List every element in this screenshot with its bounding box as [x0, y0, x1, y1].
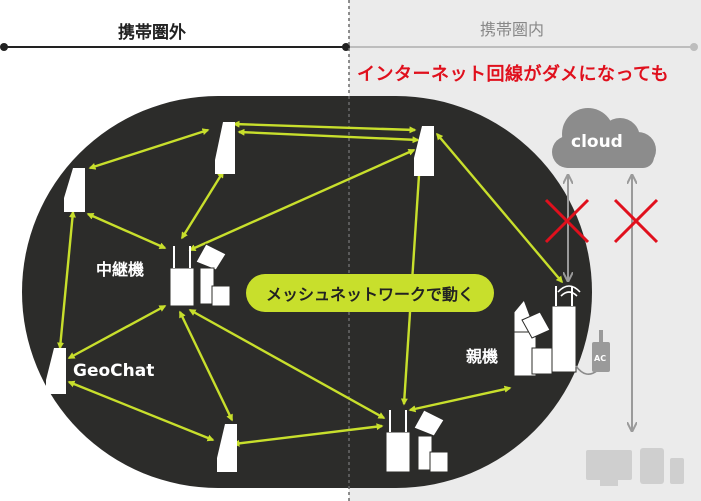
- mesh-node: [215, 122, 235, 174]
- monitor-icon: [586, 450, 632, 486]
- inside-coverage-label: 携帯圏内: [480, 20, 545, 39]
- mesh-node: [46, 348, 66, 394]
- parent-label: 親機: [466, 347, 499, 366]
- wifi-icon: [557, 285, 581, 297]
- phone-icon: [670, 458, 684, 484]
- mesh-node: [217, 424, 237, 472]
- cloud-label: cloud: [571, 132, 623, 152]
- tablet-icon: [640, 448, 664, 484]
- ac-label: AC: [594, 354, 606, 363]
- mesh-network-label: メッシュネットワークで動く: [246, 274, 494, 312]
- relay-station-icon: [169, 243, 231, 307]
- mesh-links: [57, 120, 563, 447]
- geochat-label: GeoChat: [73, 361, 155, 381]
- mesh-node: [64, 168, 85, 212]
- relay-station-icon: [385, 409, 449, 473]
- mesh-node: [414, 126, 434, 176]
- cross-mark-2: [613, 198, 659, 244]
- headline: インターネット回線がダメになっても: [357, 64, 670, 85]
- parent-station-icon: [513, 286, 577, 377]
- outside-coverage-label: 携帯圏外: [118, 23, 186, 43]
- ac-adapter-icon: AC: [575, 330, 610, 375]
- cloud-icon: [552, 108, 656, 168]
- relay-label: 中継機: [96, 260, 145, 279]
